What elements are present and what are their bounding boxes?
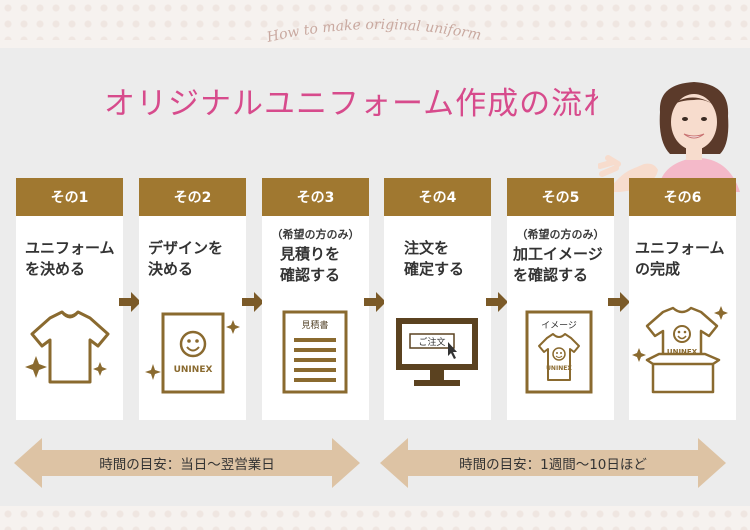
timebar-label-1: 時間の目安：当日〜翌営業日 [99,457,275,473]
order-monitor-icon: ご注文 [396,318,478,386]
step-label: その3 [262,178,369,216]
step-card-5: その5 （希望の方のみ） 加工イメージ を確認する イメージ UNINEX [507,178,614,420]
script-subtitle: How to make original uniform [264,17,482,46]
step-text: ユニフォーム の完成 [635,239,725,278]
flow-arrow-icon [242,292,264,312]
step-card-6: その6 ユニフォーム の完成 UNINEX [629,178,736,420]
uniform-logo-text: UNINEX [667,348,698,356]
estimate-document-icon: 見積書 [282,310,348,394]
flow-arrow-icon [608,292,630,312]
step-text: 見積りを 確認する [280,245,341,284]
document-title: 見積書 [301,319,328,331]
order-button-text: ご注文 [418,336,445,348]
step-card-3: その3 （希望の方のみ） 見積りを 確認する 見積書 [262,178,369,420]
step-text: 加工イメージ を確認する [513,245,603,284]
tshirt-icon [25,310,110,384]
step-card-2: その2 デザインを 決める UNINEX [139,178,246,420]
timebar-shape [14,438,360,488]
design-logo-text: UNINEX [174,365,213,375]
timebar-label-2: 時間の目安：1週間〜10日ほど [459,457,647,473]
page-title: オリジナルユニフォーム作成の流れ [104,86,616,122]
finished-uniform-box-icon: UNINEX [632,306,728,394]
step-note: （希望の方のみ） [271,228,360,241]
step-text: デザインを 決める [148,239,224,278]
step-label: その4 [384,178,491,216]
step-label: その5 [507,178,614,216]
step-label: その1 [16,178,123,216]
preview-logo-text: UNINEX [546,365,572,372]
step-note: （希望の方のみ） [516,228,605,241]
flow-arrow-icon [486,292,508,312]
step-label: その2 [139,178,246,216]
design-sheet-icon: UNINEX [145,312,240,394]
staff-photo [598,72,750,192]
image-preview-icon: イメージ UNINEX [525,310,593,394]
script-subtitle-text: How to make original uniform [264,17,482,46]
preview-title: イメージ [541,321,577,331]
svg-text:How to make original uniform: How to make original uniform [264,17,482,46]
flow-arrow-icon [364,292,386,312]
step-text: 注文を 確定する [404,239,465,278]
step-card-4: その4 注文を 確定する ご注文 [384,178,491,420]
flow-arrow-icon [119,292,141,312]
lace-border-bottom [0,506,750,530]
timebar-shape [380,438,726,488]
lace-edge-top [0,40,750,54]
step-text: ユニフォーム を決める [25,239,115,278]
step-label: その6 [629,178,736,216]
step-card-1: その1 ユニフォーム を決める [16,178,123,420]
